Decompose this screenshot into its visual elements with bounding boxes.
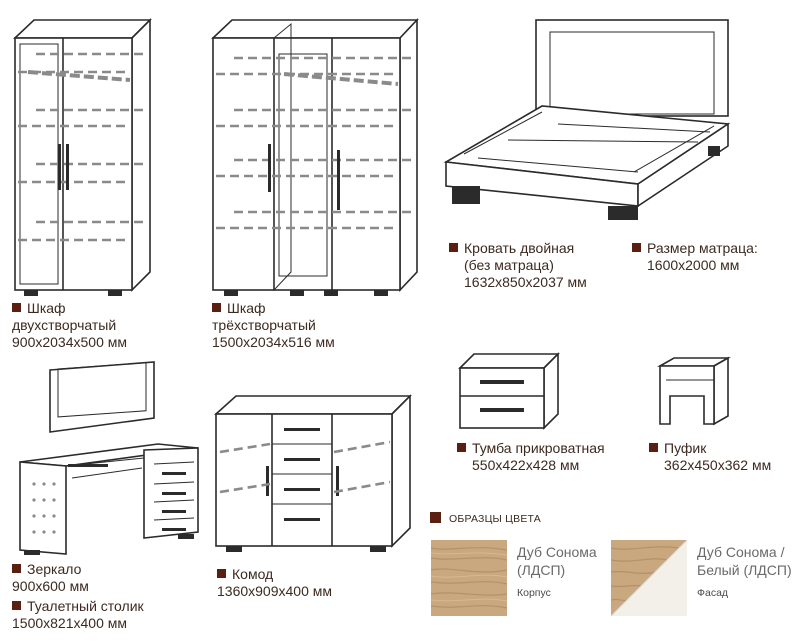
vanity-with-mirror-drawing bbox=[14, 360, 204, 560]
bullet-icon bbox=[12, 564, 21, 573]
bullet-icon bbox=[12, 303, 21, 312]
mirror-label: Зеркало 900х600 мм bbox=[12, 561, 89, 595]
product-type: двухстворчатый bbox=[12, 317, 117, 333]
product-size: 900х600 мм bbox=[12, 578, 89, 594]
product-name: Шкаф bbox=[227, 300, 266, 316]
product-name: Размер матраца: bbox=[647, 240, 758, 256]
bullet-icon bbox=[457, 443, 466, 452]
swatch-sonoma-oak-name: Дуб Сонома (ЛДСП) bbox=[517, 544, 597, 578]
product-name: Зеркало bbox=[27, 561, 82, 577]
product-note: (без матраца) bbox=[464, 257, 554, 273]
product-name: Тумба прикроватная bbox=[472, 440, 605, 456]
product-name: Пуфик bbox=[664, 440, 707, 456]
swatch-sonoma-oak-white bbox=[610, 539, 688, 617]
double-bed-drawing bbox=[438, 14, 738, 220]
product-name: Комод bbox=[232, 566, 274, 582]
product-size: 1600х2000 мм bbox=[647, 257, 740, 273]
product-type: трёхстворчатый bbox=[212, 317, 316, 333]
product-size: 1360х909х400 мм bbox=[217, 583, 333, 599]
wardrobe-three-door-drawing bbox=[204, 14, 434, 299]
bullet-icon bbox=[430, 512, 441, 523]
swatch-sonoma-oak-white-name: Дуб Сонома / Белый (ЛДСП) bbox=[697, 544, 792, 578]
bullet-icon bbox=[449, 243, 458, 252]
dresser-drawing bbox=[212, 392, 417, 557]
mattress-label: Размер матраца: 1600х2000 мм bbox=[632, 240, 758, 274]
pouf-drawing bbox=[656, 354, 736, 430]
product-size: 362х450х362 мм bbox=[664, 457, 772, 473]
nightstand-drawing bbox=[456, 350, 566, 435]
product-size: 900х2034х500 мм bbox=[12, 334, 128, 350]
product-name: Шкаф bbox=[27, 300, 66, 316]
wardrobe-two-door-label: Шкаф двухстворчатый 900х2034х500 мм bbox=[12, 300, 127, 351]
product-size: 1500х2034х516 мм bbox=[212, 334, 335, 350]
product-size: 550х422х428 мм bbox=[472, 457, 580, 473]
wardrobe-three-door-label: Шкаф трёхстворчатый 1500х2034х516 мм bbox=[212, 300, 335, 351]
vanity-label: Туалетный столик 1500х821х400 мм bbox=[12, 598, 144, 632]
swatch-sonoma-oak-caption: Корпус bbox=[517, 587, 551, 599]
wardrobe-two-door-drawing bbox=[6, 14, 156, 299]
bullet-icon bbox=[217, 569, 226, 578]
swatches-title: ОБРАЗЦЫ ЦВЕТА bbox=[430, 512, 541, 525]
bed-label: Кровать двойная (без матраца) 1632х850х2… bbox=[449, 240, 587, 291]
bullet-icon bbox=[649, 443, 658, 452]
product-size: 1500х821х400 мм bbox=[12, 615, 128, 631]
bullet-icon bbox=[12, 601, 21, 610]
product-size: 1632х850х2037 мм bbox=[464, 274, 587, 290]
product-name: Туалетный столик bbox=[27, 598, 144, 614]
pouf-label: Пуфик 362х450х362 мм bbox=[649, 440, 771, 474]
nightstand-label: Тумба прикроватная 550х422х428 мм bbox=[457, 440, 605, 474]
dresser-label: Комод 1360х909х400 мм bbox=[217, 566, 332, 600]
swatch-sonoma-oak-white-caption: Фасад bbox=[697, 587, 729, 599]
bullet-icon bbox=[212, 303, 221, 312]
product-name: Кровать двойная bbox=[464, 240, 575, 256]
bullet-icon bbox=[632, 243, 641, 252]
swatch-sonoma-oak bbox=[430, 540, 508, 616]
